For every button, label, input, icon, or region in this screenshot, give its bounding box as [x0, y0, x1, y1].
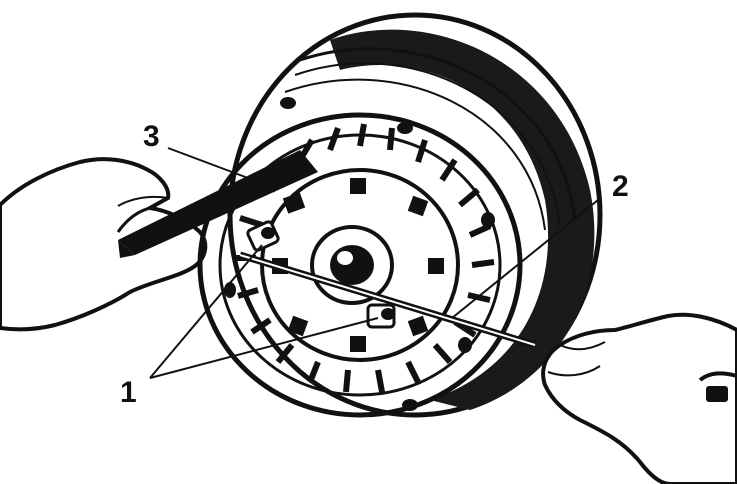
drum-front-flange [197, 112, 523, 418]
right-hand [541, 312, 737, 484]
locating-stud-lower [366, 303, 396, 329]
flange-bolt-holes [224, 97, 495, 411]
leader-lines [149, 147, 599, 379]
callout-2: 2 [612, 170, 629, 203]
hub-bore [330, 245, 374, 285]
callout-1: 1 [120, 376, 137, 409]
left-hand [0, 157, 208, 332]
drum-shadow-band [330, 29, 595, 411]
leader-1-b [149, 317, 379, 379]
locating-stud-upper [246, 220, 280, 252]
brake-drum [197, 12, 603, 418]
rim-groove-2 [294, 62, 561, 226]
tool-grip [706, 386, 728, 402]
rim-groove-1 [299, 47, 577, 221]
rim-groove-3 [284, 78, 546, 231]
center-hub [310, 225, 394, 305]
leader-1-a [149, 244, 263, 379]
hub-cutouts [272, 178, 444, 352]
leader-3 [167, 147, 249, 179]
callout-3: 3 [143, 120, 160, 153]
lever-shaft [118, 150, 318, 255]
straight-edge [238, 251, 537, 349]
lever-tool [118, 150, 318, 258]
leader-2 [451, 199, 599, 319]
